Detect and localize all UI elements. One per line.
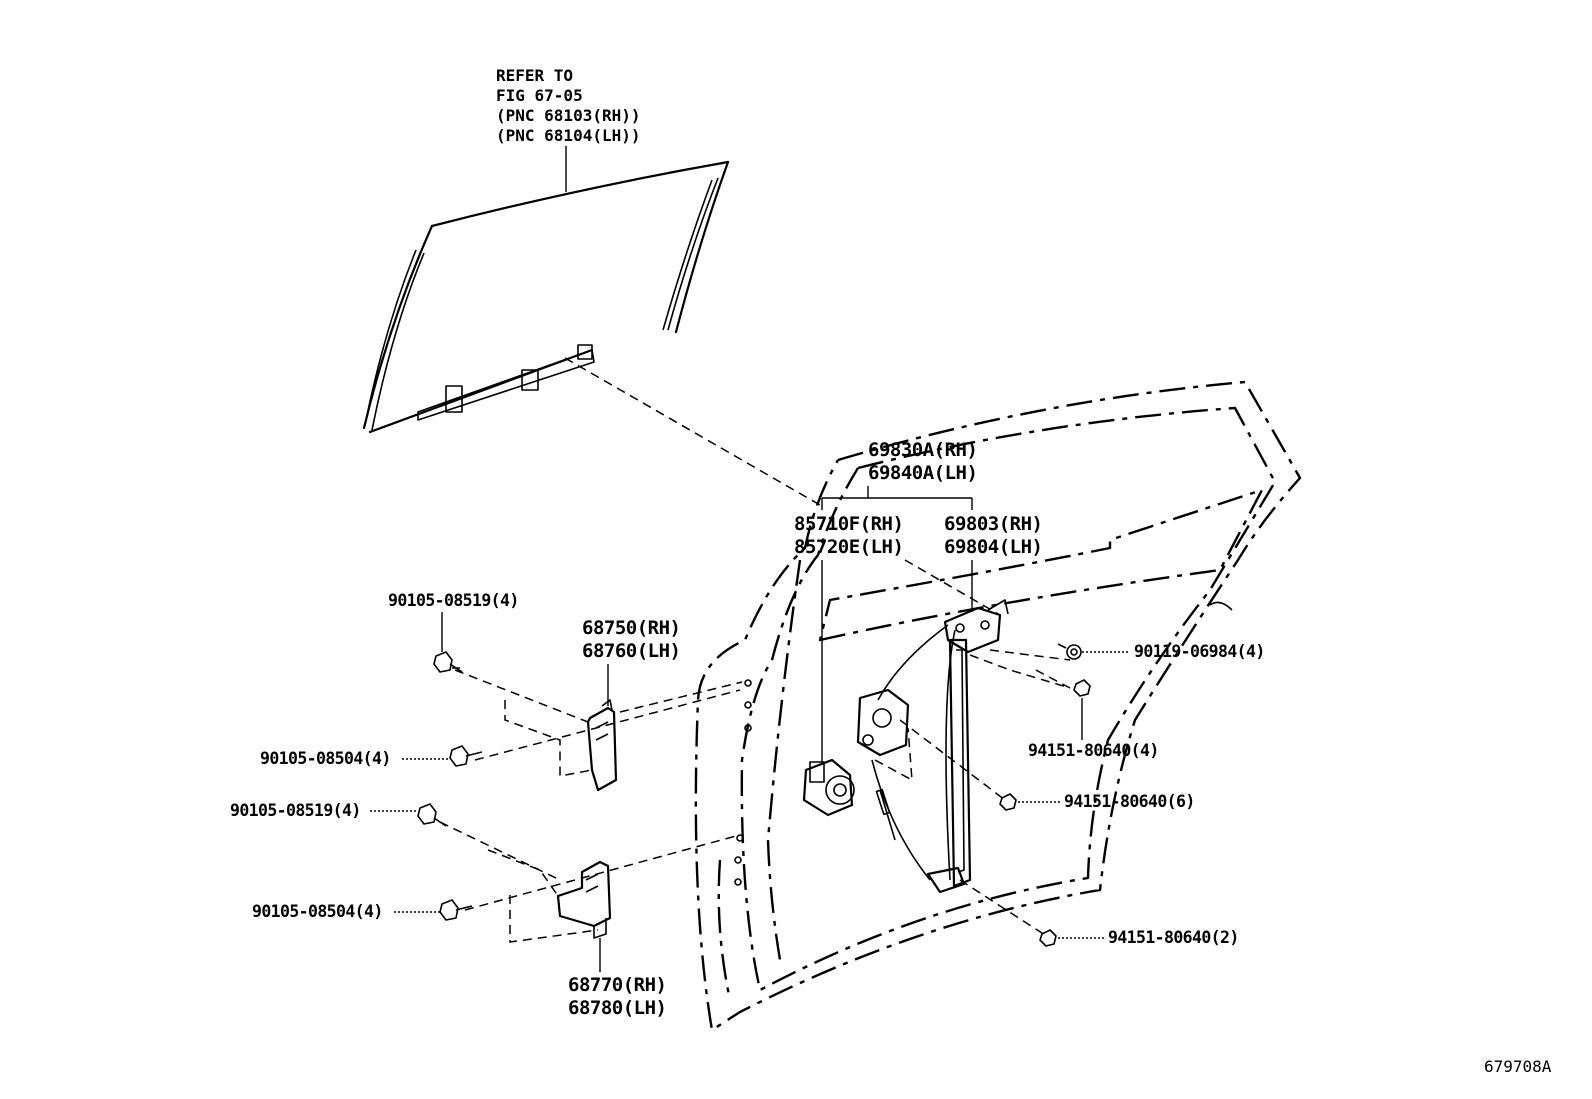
motor-label: 85710F(RH) 85720E(LH) <box>794 513 904 762</box>
nut-lower-label: 94151-80640(2) <box>1108 928 1239 947</box>
regulator-label: 69803(RH) 69804(LH) <box>944 513 1043 612</box>
regulator-rh: 69803(RH) <box>944 513 1042 535</box>
regulator-assy-lh: 69840A(LH) <box>868 462 977 484</box>
figure-id: 679708A <box>1484 1057 1552 1076</box>
upper-hinge-lh: 68760(LH) <box>582 640 680 662</box>
regulator-assy-label: 69830A(RH) 69840A(LH) <box>821 439 978 510</box>
bolt-lower-hinge-door: 90105-08519(4) <box>230 801 447 827</box>
bolt-regulator-label: 90119-06984(4) <box>1134 642 1265 661</box>
upper-hinge <box>586 699 618 792</box>
regulator-bolt: 90119-06984(4) <box>1057 642 1265 661</box>
refer-note-line-3: (PNC 68103(RH)) <box>496 106 641 125</box>
bolt-upper-hinge-body: 90105-08504(4) <box>260 745 483 768</box>
bolt-lower-hinge-body: 90105-08504(4) <box>252 899 473 921</box>
regulator-assy-rh: 69830A(RH) <box>868 439 977 461</box>
lower-hinge-label: 68770(RH) 68780(LH) <box>568 938 667 1019</box>
nut-middle-label: 94151-80640(6) <box>1064 792 1195 811</box>
motor-lh: 85720E(LH) <box>794 536 903 558</box>
lower-hinge-rh: 68770(RH) <box>568 974 666 996</box>
upper-hinge-label: 68750(RH) 68760(LH) <box>582 617 681 706</box>
glass-guide-line <box>564 357 821 506</box>
door-panel <box>694 380 1302 1032</box>
refer-note-line-1: REFER TO <box>496 66 573 85</box>
regulator-lh: 69804(LH) <box>944 536 1042 558</box>
bolt-lower-hinge-door-label: 90105-08519(4) <box>230 801 361 820</box>
lower-hinge <box>556 860 612 939</box>
refer-note: REFER TO FIG 67-05 (PNC 68103(RH)) (PNC … <box>496 66 641 192</box>
nut-upper-label: 94151-80640(4) <box>1028 741 1159 760</box>
nut-upper: 94151-80640(4) <box>1028 679 1159 760</box>
lower-hinge-lh: 68780(LH) <box>568 997 666 1019</box>
window-motor <box>802 758 855 817</box>
bolt-lower-hinge-body-label: 90105-08504(4) <box>252 902 383 921</box>
nut-middle: 94151-80640(6) <box>999 792 1195 811</box>
bolt-upper-hinge-door-label: 90105-08519(4) <box>388 591 519 610</box>
upper-hinge-rh: 68750(RH) <box>582 617 680 639</box>
refer-note-line-4: (PNC 68104(LH)) <box>496 126 641 145</box>
bolt-upper-hinge-door: 90105-08519(4) <box>388 591 519 673</box>
nut-lower: 94151-80640(2) <box>1039 928 1239 947</box>
door-glass <box>362 160 730 434</box>
refer-note-line-2: FIG 67-05 <box>496 86 583 105</box>
window-regulator <box>856 599 1009 894</box>
bolt-upper-hinge-body-label: 90105-08504(4) <box>260 749 391 768</box>
motor-rh: 85710F(RH) <box>794 513 903 535</box>
